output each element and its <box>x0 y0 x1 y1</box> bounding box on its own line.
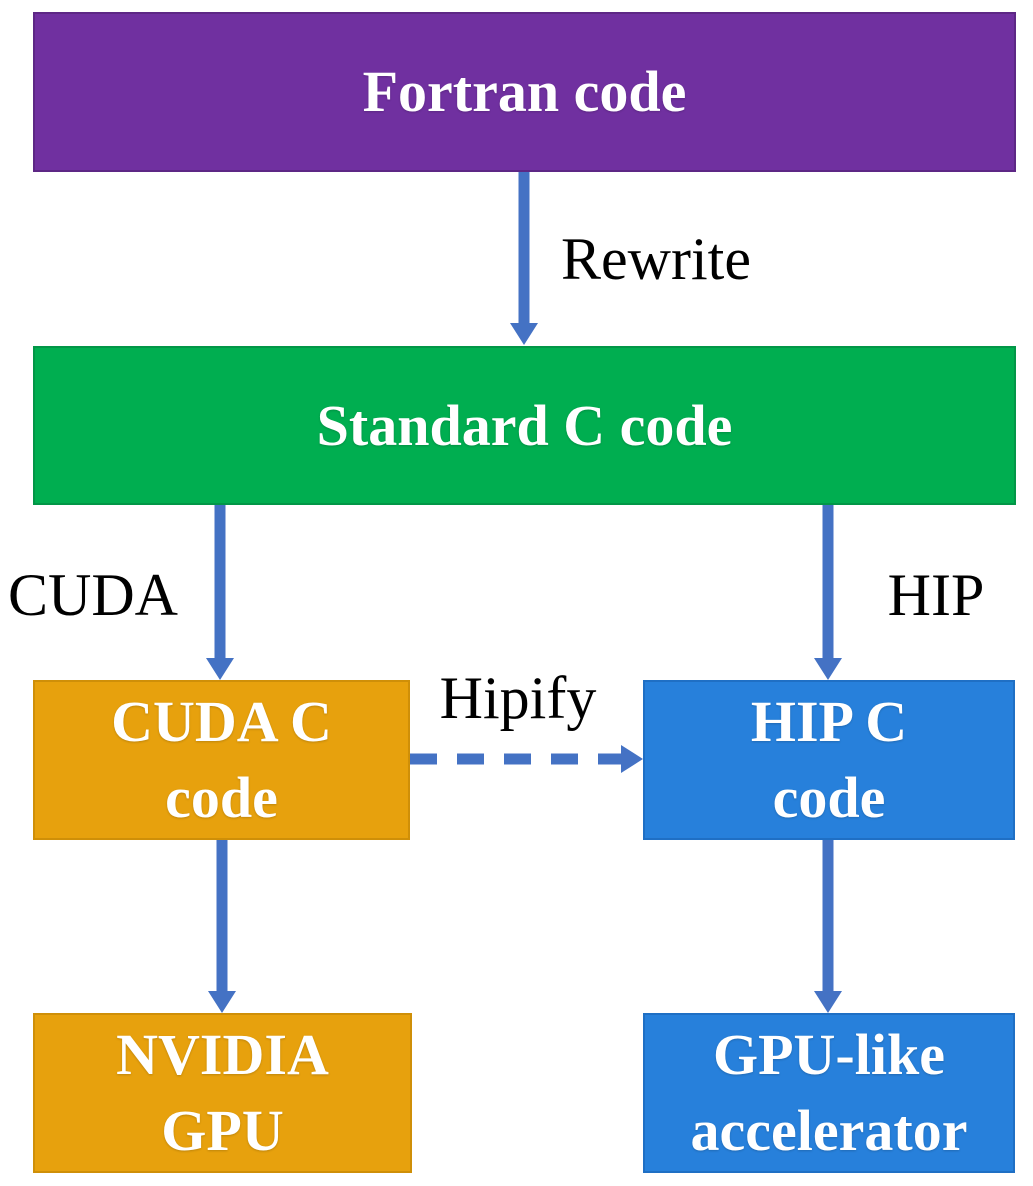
node-hip-c-code-label: HIP C code <box>750 689 908 830</box>
arrow-cuda-c-to-nvidia-gpu <box>208 840 236 1013</box>
arrow-shaft <box>822 505 834 659</box>
arrow-standard-c-to-cuda-c <box>206 505 234 680</box>
arrow-shaft <box>822 840 834 992</box>
node-gpu-like-accelerator: GPU-like accelerator <box>643 1013 1015 1173</box>
arrow-head-right-icon <box>621 745 643 773</box>
arrow-hip-c-to-gpu-like-accelerator <box>814 840 842 1013</box>
arrow-shaft <box>518 172 530 324</box>
arrow-shaft <box>216 840 228 992</box>
arrow-hipify-cuda-c-to-hip-c <box>410 745 643 773</box>
node-cuda-c-code-label: CUDA C code <box>111 689 332 830</box>
node-fortran-code: Fortran code <box>33 12 1016 172</box>
node-nvidia-gpu: NVIDIA GPU <box>33 1013 412 1173</box>
arrow-head-down-icon <box>814 991 842 1013</box>
edge-label-hipify: Hipify <box>439 665 597 731</box>
arrow-head-down-icon <box>208 991 236 1013</box>
edge-label-rewrite: Rewrite <box>561 226 751 292</box>
arrow-head-down-icon <box>510 323 538 345</box>
node-gpu-like-accelerator-label: GPU-like accelerator <box>690 1022 968 1163</box>
arrow-head-down-icon <box>206 658 234 680</box>
dashed-arrow-shaft <box>410 753 621 765</box>
arrow-fortran-to-standard-c <box>510 172 538 345</box>
node-nvidia-gpu-label: NVIDIA GPU <box>116 1022 329 1163</box>
arrow-standard-c-to-hip-c <box>814 505 842 680</box>
node-standard-c-code-label: Standard C code <box>316 392 733 458</box>
node-cuda-c-code: CUDA C code <box>33 680 410 840</box>
arrow-shaft <box>214 505 226 659</box>
edge-label-hip: HIP <box>887 562 985 628</box>
node-standard-c-code: Standard C code <box>33 346 1016 505</box>
node-fortran-code-label: Fortran code <box>362 59 687 124</box>
arrow-head-down-icon <box>814 658 842 680</box>
node-hip-c-code: HIP C code <box>643 680 1015 840</box>
edge-label-cuda: CUDA <box>7 562 179 628</box>
